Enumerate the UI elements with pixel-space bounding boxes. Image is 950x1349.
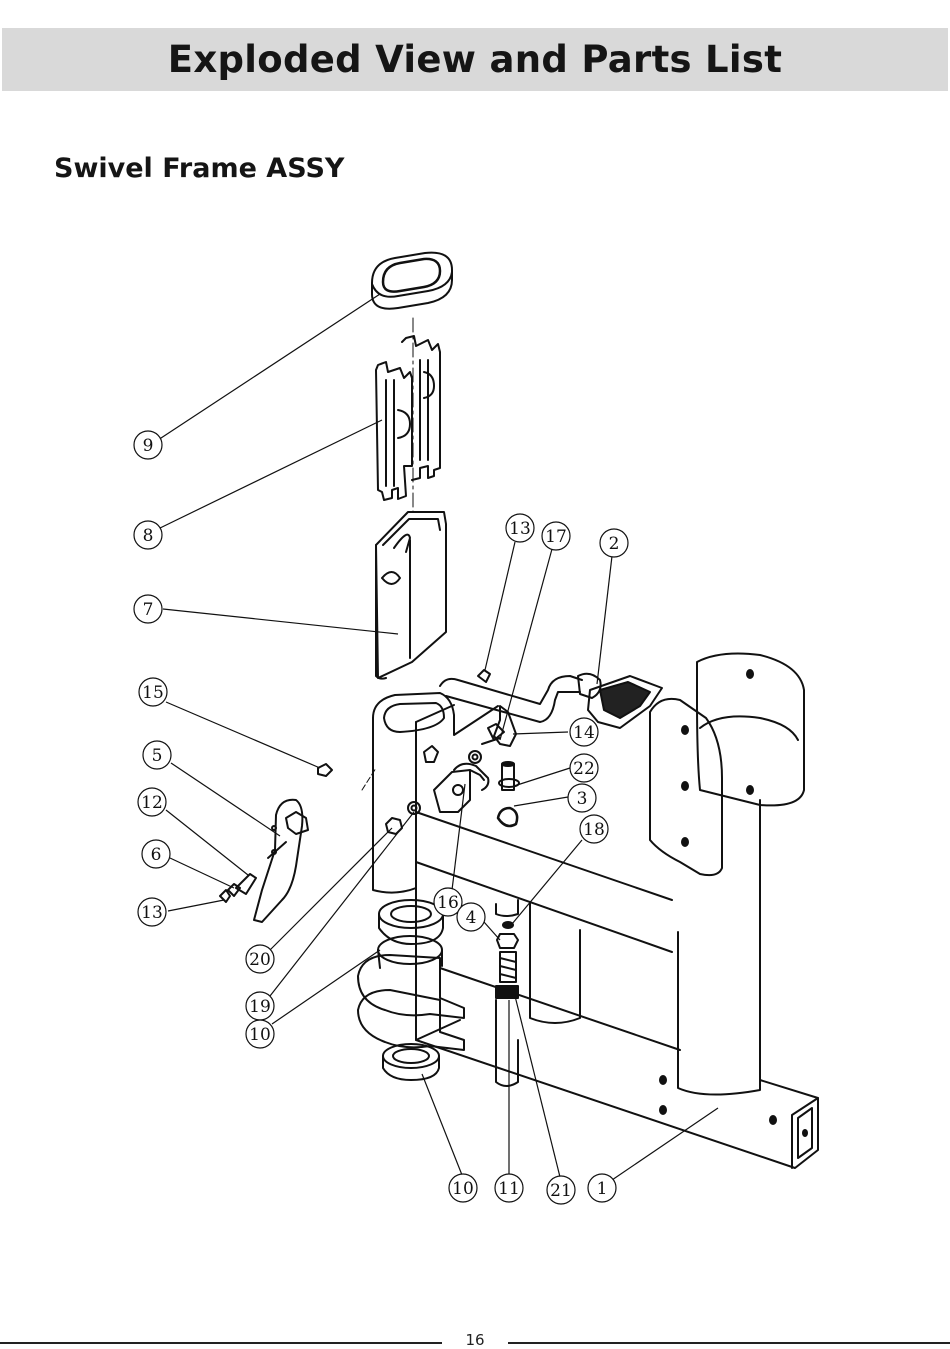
callout-9: 9 [134, 431, 162, 459]
callout-15: 15 [139, 678, 167, 706]
svg-text:2: 2 [609, 534, 620, 554]
svg-text:18: 18 [583, 820, 605, 840]
svg-text:22: 22 [573, 759, 595, 779]
part-lever-pin-set [220, 874, 256, 902]
callout-1: 1 [588, 1174, 616, 1202]
svg-text:10: 10 [249, 1025, 271, 1045]
callout-12: 12 [138, 788, 166, 816]
svg-text:4: 4 [466, 908, 477, 928]
svg-text:6: 6 [151, 845, 162, 865]
callout-8: 8 [134, 521, 162, 549]
callout-19: 19 [246, 992, 274, 1020]
page-number: 16 [458, 1333, 492, 1348]
svg-text:15: 15 [142, 683, 164, 703]
callout-2: 2 [600, 529, 628, 557]
part-base-frame [416, 800, 818, 1168]
svg-text:7: 7 [143, 600, 154, 620]
svg-text:17: 17 [545, 527, 567, 547]
callout-4: 4 [457, 903, 485, 931]
part-upper-tube [376, 512, 446, 679]
svg-text:3: 3 [577, 789, 588, 809]
part-end-cap [372, 253, 452, 309]
callout-17: 17 [542, 522, 570, 550]
callout-20: 20 [246, 945, 274, 973]
callout-10b: 10 [449, 1174, 477, 1202]
svg-text:11: 11 [498, 1179, 520, 1199]
svg-text:9: 9 [143, 436, 154, 456]
footer-rule-left [0, 1342, 442, 1344]
callout-10a: 10 [246, 1020, 274, 1048]
callout-13: 13 [506, 514, 534, 542]
callout-14: 14 [570, 718, 598, 746]
frame-holes [659, 669, 808, 1137]
part-hinge-bracket [434, 764, 488, 812]
part-mounting-plate [650, 654, 804, 876]
part-lever-arm [254, 800, 308, 922]
callout-11: 11 [495, 1174, 523, 1202]
part-pedal [440, 674, 662, 728]
callout-5: 5 [143, 741, 171, 769]
callout-3: 3 [568, 784, 596, 812]
callout-21: 21 [547, 1176, 575, 1204]
footer-rule-right [508, 1342, 950, 1344]
svg-text:20: 20 [249, 950, 271, 970]
callout-18: 18 [580, 815, 608, 843]
part-seal-ring [378, 936, 442, 968]
callout-13b: 13 [138, 898, 166, 926]
svg-text:10: 10 [452, 1179, 474, 1199]
svg-text:16: 16 [437, 893, 459, 913]
svg-text:13: 13 [141, 903, 163, 923]
part-swivel-plates [358, 955, 464, 1050]
part-swivel-housing [373, 693, 672, 900]
part-set-screw [318, 764, 332, 776]
callout-22: 22 [570, 754, 598, 782]
svg-text:5: 5 [152, 746, 163, 766]
svg-text:12: 12 [141, 793, 163, 813]
svg-text:19: 19 [249, 997, 271, 1017]
svg-text:14: 14 [573, 723, 595, 743]
callout-6: 6 [142, 840, 170, 868]
part-lower-bearing [383, 1044, 439, 1080]
callout-7: 7 [134, 595, 162, 623]
svg-text:1: 1 [597, 1179, 608, 1199]
part-upper-bearing [379, 900, 443, 944]
svg-text:8: 8 [143, 526, 154, 546]
svg-text:21: 21 [550, 1181, 572, 1201]
part-slide-insert [376, 336, 440, 500]
callouts: 9 8 7 13 17 2 15 5 14 22 12 3 6 18 13 16… [134, 431, 628, 1204]
svg-text:13: 13 [509, 519, 531, 539]
